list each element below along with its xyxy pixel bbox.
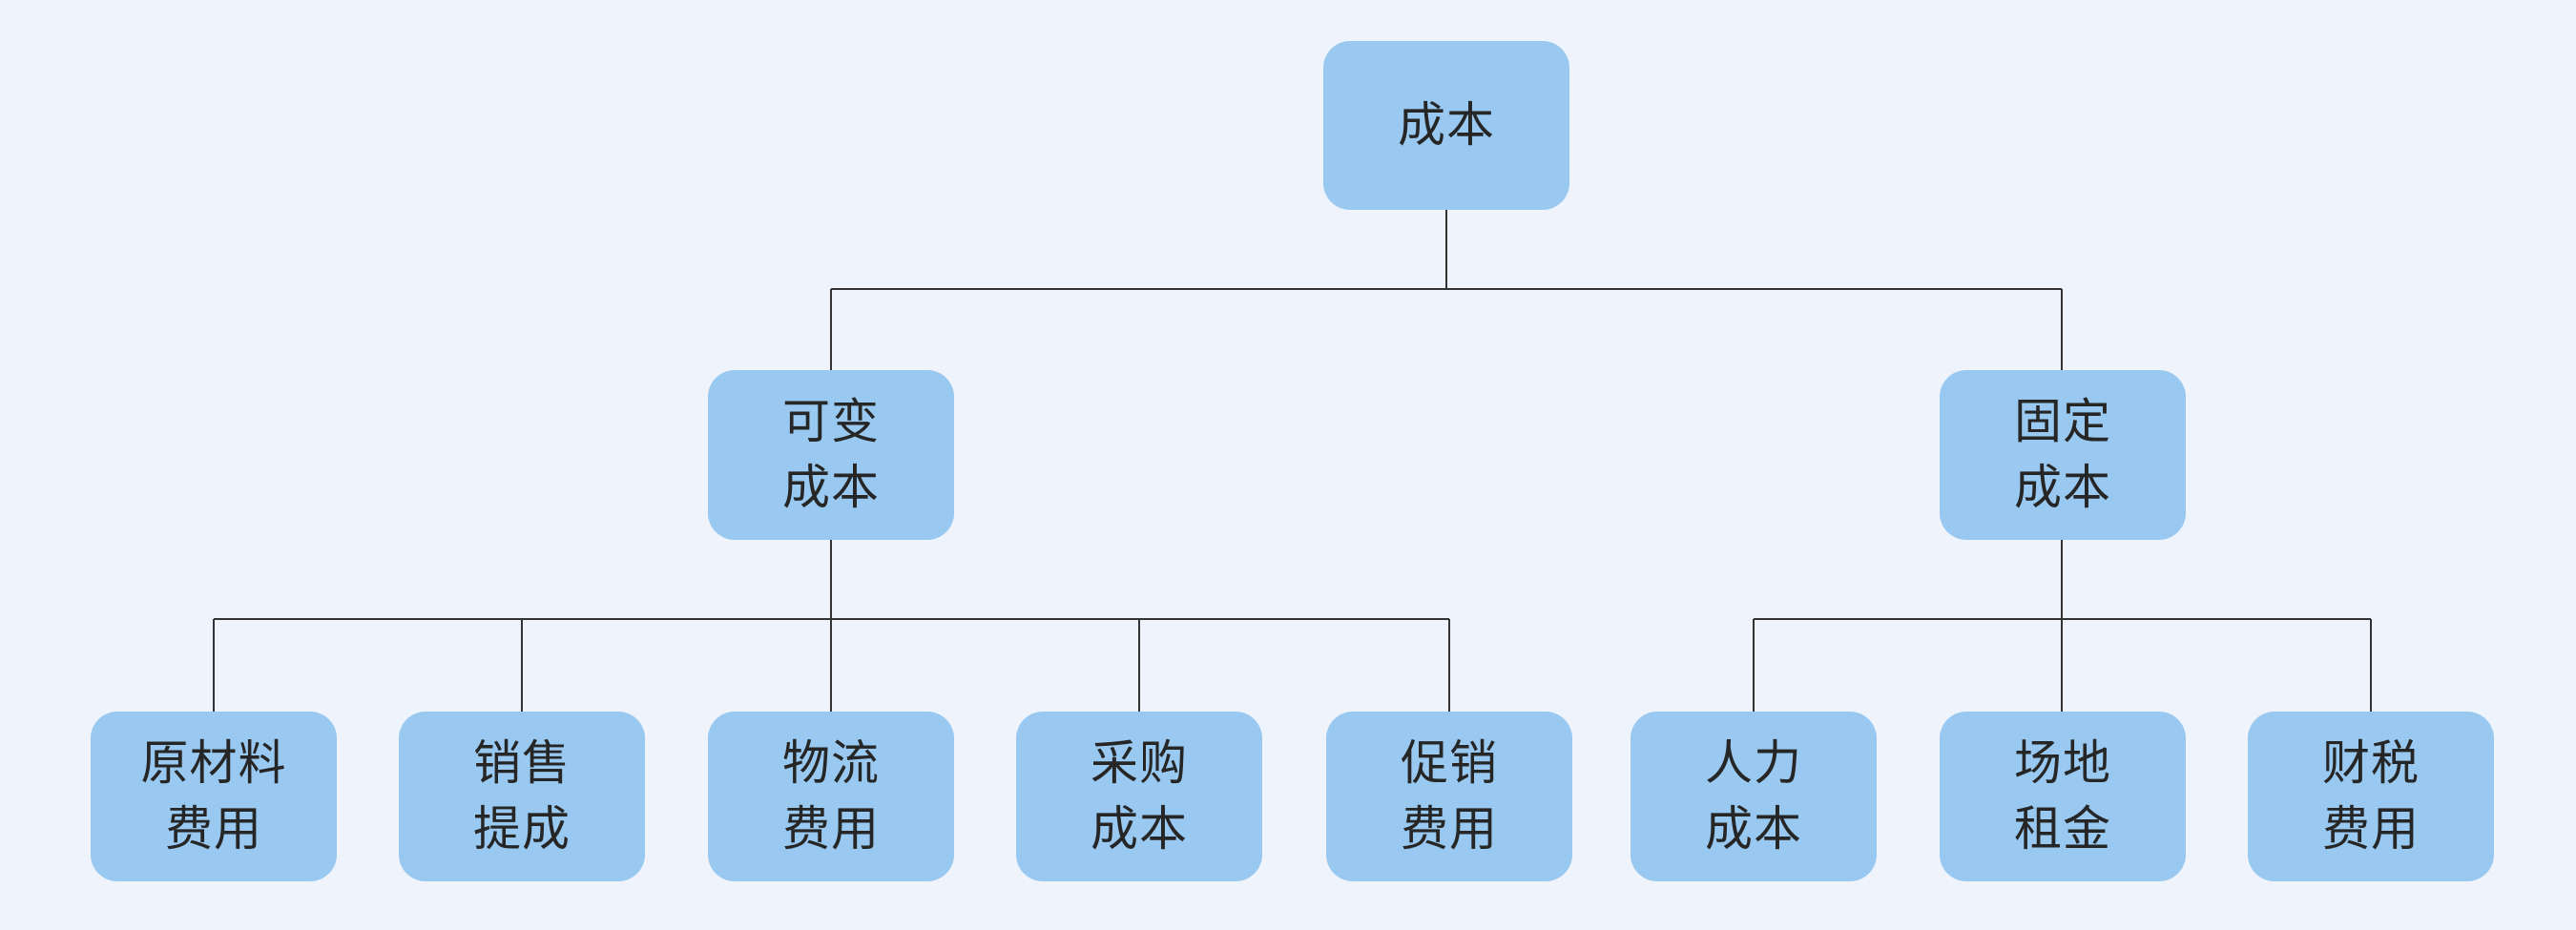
node-finance-tax-expense: 财税 费用	[2248, 712, 2494, 881]
node-sales-commission: 销售 提成	[399, 712, 645, 881]
node-logistics-expense: 物流 费用	[708, 712, 954, 881]
node-procurement-cost: 采购 成本	[1016, 712, 1262, 881]
node-labor-cost: 人力 成本	[1631, 712, 1877, 881]
node-fixed-cost: 固定 成本	[1940, 370, 2186, 540]
node-cost: 成本	[1323, 41, 1569, 210]
node-variable-cost: 可变 成本	[708, 370, 954, 540]
node-promotion-expense: 促销 费用	[1326, 712, 1572, 881]
node-venue-rent: 场地 租金	[1940, 712, 2186, 881]
node-raw-material-expense: 原材料 费用	[91, 712, 337, 881]
